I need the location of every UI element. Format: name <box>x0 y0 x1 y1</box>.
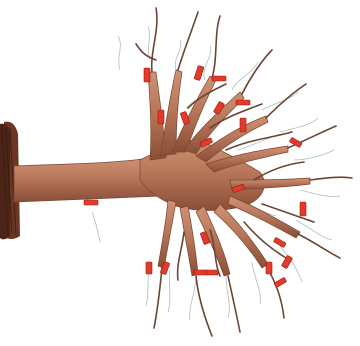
marker <box>212 76 226 81</box>
marker <box>236 100 250 105</box>
marker <box>266 262 272 274</box>
marker <box>146 262 152 274</box>
marker <box>240 118 246 132</box>
marker <box>158 110 164 124</box>
marker <box>144 68 150 82</box>
marker <box>206 270 218 275</box>
marker <box>84 200 98 205</box>
marker <box>300 202 306 216</box>
